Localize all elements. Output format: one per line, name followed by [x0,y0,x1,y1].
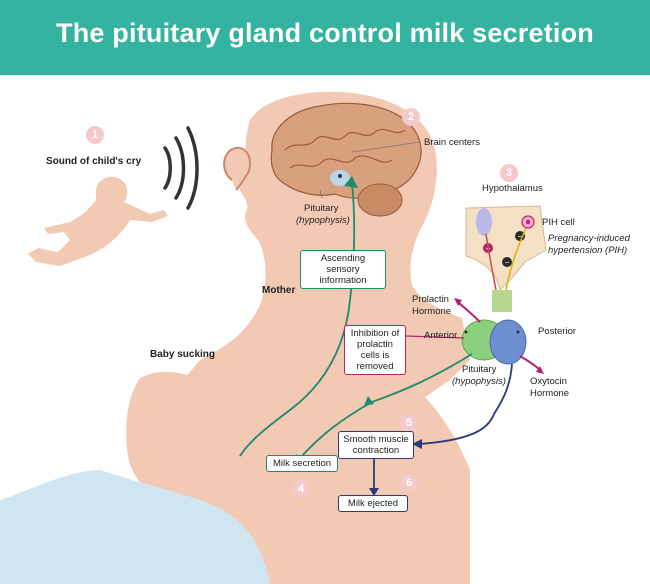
ascending-sensory-box: Ascending sensory information [300,250,386,289]
prolactin-label-1: Prolactin [412,294,449,305]
hypophysis-top-label: (hypophysis) [296,215,350,226]
child-silhouette [28,176,168,266]
smooth-muscle-box: Smooth muscle contraction [338,431,414,459]
mother-label: Mother [262,285,296,296]
oxytocin-label-1: Oxytocin [530,376,567,387]
baby-head [126,371,236,498]
cerebellum [357,183,403,217]
prolactin-label-2: Hormone [412,306,452,317]
ascending-path [239,183,356,457]
milk-ejected-box: Milk ejected [338,495,408,512]
pih-cell-label: PIH cell [542,217,575,228]
pituitary-stalk [492,290,512,312]
pih-desc-2: hypertension (PIH) [548,245,628,256]
anterior-label: Anterior [424,330,458,341]
svg-text:−: − [518,232,523,241]
sound-waves-icon [163,126,199,210]
oxytocin-label-2: Hormone [530,388,570,399]
inhibition-connector [405,335,465,339]
hypothalamus-label: Hypothalamus [482,183,543,194]
baby-shirt [0,470,270,584]
svg-text:−: − [505,258,510,267]
hypothalamus-nucleus [476,208,492,236]
ear-icon [223,146,252,191]
baby-sucking-label: Baby sucking [150,349,216,360]
step-1: 1 [86,126,104,144]
step-4: 4 [292,480,310,498]
pituitary-top-label: Pituitary [304,203,339,214]
hypophysis-bottom-label: (hypophysis) [452,376,506,387]
oxytocin-path [419,363,513,445]
title-bar: The pituitary gland control milk secreti… [0,0,650,75]
brain [270,102,422,199]
minus-icon-2 [515,231,525,241]
page-title: The pituitary gland control milk secreti… [56,18,594,48]
minus-icon [502,257,512,267]
milk-secretion-box: Milk secretion [266,455,338,472]
inhibition-box: Inhibition of prolactin cells is removed [344,325,406,375]
step-2: 2 [402,108,420,126]
step-5: 5 [400,414,418,432]
step-3: 3 [500,164,518,182]
brain-centers-label: Brain centers [424,137,480,148]
pih-desc-1: Pregnancy-induced [548,233,630,244]
posterior-label: Posterior [538,326,577,337]
step-6: 6 [400,474,418,492]
oxytocin-arrow [519,355,541,371]
pituitary-bottom-label: Pituitary [462,364,497,375]
sound-label: Sound of child's cry [46,156,142,167]
